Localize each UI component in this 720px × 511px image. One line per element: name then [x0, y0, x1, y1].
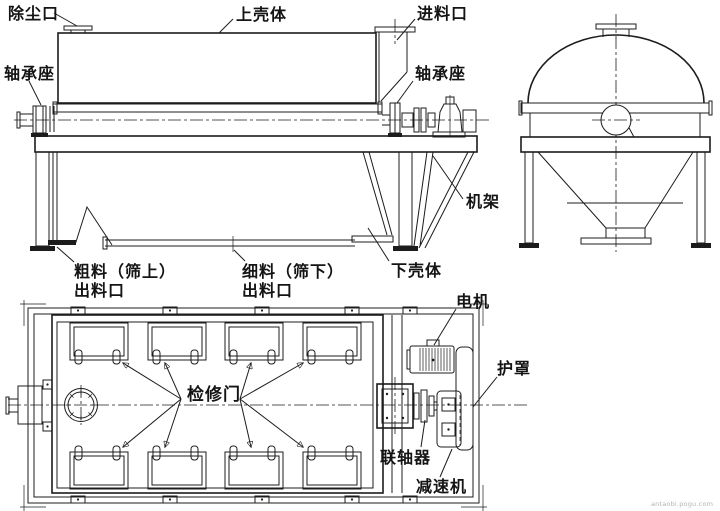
label-bearing-left: 轴承座 — [4, 64, 55, 83]
plan-screen-box — [51, 314, 384, 494]
label-fine-outlet-2: 出料口 — [242, 281, 293, 300]
reducer-gearbox — [436, 390, 462, 448]
front-elevation-view: 除尘口 上壳体 进料口 轴承座 轴承座 机架 粗料（筛上） 出料口 细料（筛下）… — [4, 4, 500, 300]
lower-shell-hopper — [48, 151, 394, 252]
drive-guard — [455, 346, 474, 451]
inspection-door — [302, 322, 362, 365]
feed-inlet-chute — [374, 19, 416, 102]
watermark-text: antaobi.pogu.com — [651, 500, 713, 508]
label-coarse-outlet-2: 出料口 — [74, 281, 125, 300]
frame-beam — [34, 135, 478, 153]
manhole-flange — [64, 385, 98, 425]
label-guard: 护罩 — [497, 359, 531, 378]
end-frame-beam — [520, 136, 711, 153]
drive-shaft-assembly — [382, 95, 477, 138]
plan-bearing-left — [5, 379, 53, 432]
frame-legs — [30, 151, 475, 251]
inspection-door — [302, 445, 362, 490]
inspection-door-arrows — [123, 363, 303, 447]
label-inspection-door: 检修门 — [187, 384, 241, 405]
motor — [406, 339, 455, 374]
label-bearing-right: 轴承座 — [415, 64, 466, 83]
coupling-disc — [420, 107, 427, 133]
label-lower-shell: 下壳体 — [391, 261, 442, 280]
label-coupling: 联轴器 — [380, 448, 431, 467]
coarse-outlet-flange — [48, 240, 76, 245]
end-legs — [519, 151, 711, 248]
dust-port — [63, 25, 93, 33]
inspection-door — [69, 445, 129, 490]
inspection-door — [224, 445, 284, 490]
plan-end-bearing-flange — [376, 377, 414, 436]
inspection-door — [69, 322, 129, 365]
inspection-door — [147, 445, 207, 490]
plan-view-leaders — [420, 308, 498, 478]
upper-shell-outline — [57, 32, 377, 104]
end-hopper — [537, 151, 694, 245]
inspection-door — [224, 322, 284, 365]
plan-screen-box-inner — [56, 321, 374, 489]
coupling-disc — [413, 107, 420, 133]
label-coarse-outlet-1: 粗料（筛上） — [74, 262, 176, 281]
plan-view: 电机 护罩 检修门 联轴器 减速机 — [5, 292, 531, 511]
end-view — [518, 14, 713, 252]
label-fine-outlet-1: 细料（筛下） — [242, 262, 344, 281]
inspection-doors-bottom — [69, 445, 362, 490]
front-view-leaders — [28, 12, 464, 263]
label-dust-port: 除尘口 — [8, 4, 59, 23]
pillow-block-bearing — [432, 95, 466, 138]
inspection-doors-top — [69, 322, 362, 365]
plan-end-plate — [391, 315, 403, 493]
end-body-walls — [529, 113, 701, 137]
label-upper-shell: 上壳体 — [236, 5, 287, 24]
fine-outlet-chute — [105, 239, 355, 247]
label-feed-inlet: 进料口 — [417, 4, 468, 23]
bearing-pedestal-left — [16, 105, 55, 137]
label-reducer: 减速机 — [416, 477, 467, 496]
coupling-assembly — [413, 389, 437, 423]
drum-band — [52, 101, 383, 115]
inspection-door — [147, 322, 207, 365]
label-frame: 机架 — [466, 192, 500, 211]
label-motor: 电机 — [456, 292, 490, 311]
dome-arc — [527, 34, 705, 104]
